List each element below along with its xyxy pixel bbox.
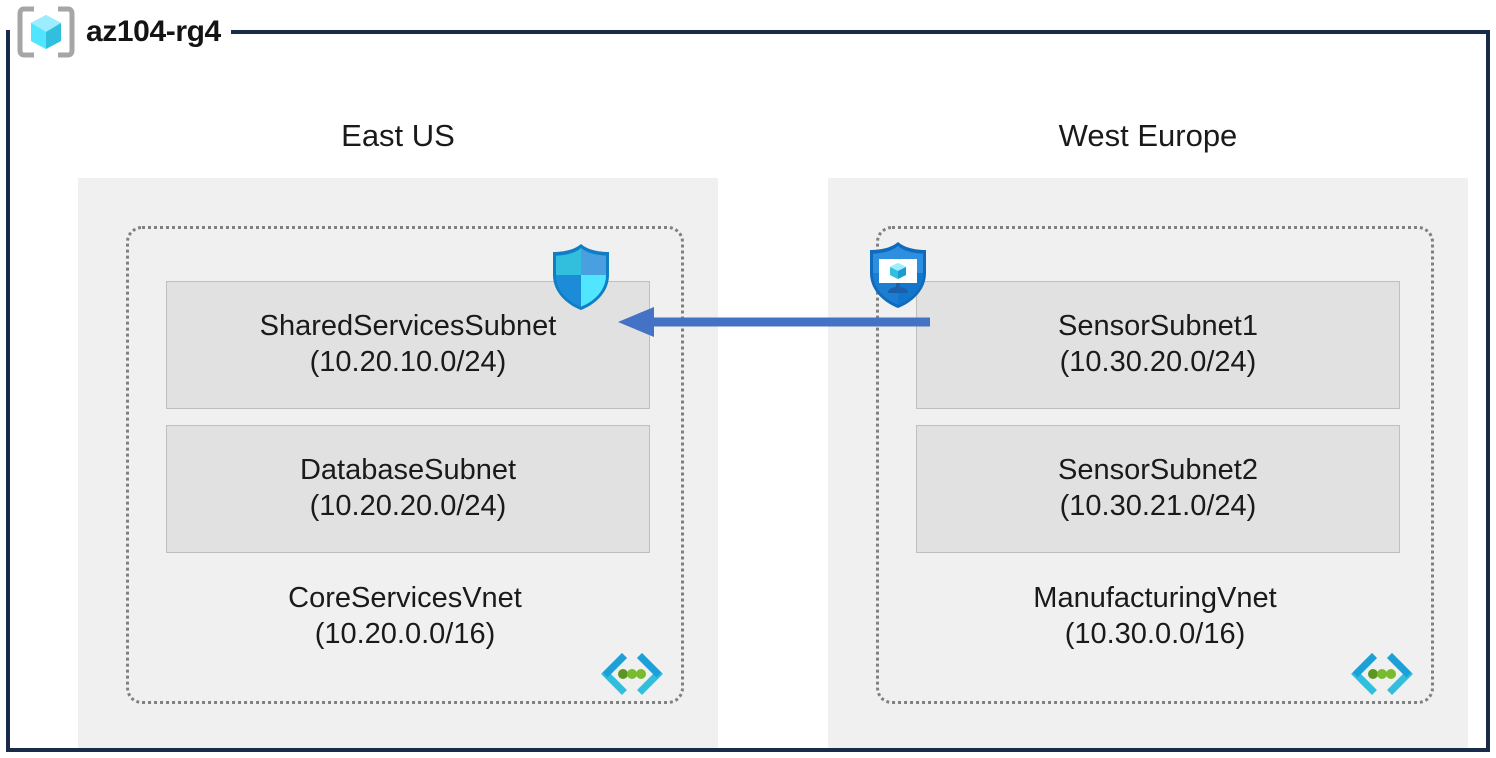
vnet-manufacturingvnet[interactable]: SensorSubnet1 (10.30.20.0/24) xyxy=(870,226,1434,704)
subnet-cidr: (10.20.20.0/24) xyxy=(309,490,507,522)
resource-group-frame xyxy=(6,30,1490,752)
bastion-shield-monitor-icon xyxy=(865,239,931,311)
vnet-cidr: (10.30.0.0/16) xyxy=(1064,618,1246,651)
resource-group-cube-icon xyxy=(16,6,76,58)
vnet-icon xyxy=(601,653,663,695)
subnet-name: SensorSubnet1 xyxy=(1058,310,1258,343)
subnet-cidr: (10.30.20.0/24) xyxy=(1059,346,1257,378)
subnet-sensorsubnet2[interactable]: SensorSubnet2 (10.30.21.0/24) xyxy=(916,425,1400,553)
vnet-peering-arrow xyxy=(618,300,930,344)
vnet-caption-coreservicesvnet: CoreServicesVnet (10.20.0.0/16) xyxy=(129,581,681,653)
resource-group-name: az104-rg4 xyxy=(86,15,221,48)
subnet-name: SharedServicesSubnet xyxy=(259,310,557,343)
vnet-coreservicesvnet[interactable]: SharedServicesSubnet (10.20.10.0/24) Dat… xyxy=(126,226,684,704)
region-east-us: East US SharedServicesSubnet (10.20.10.0… xyxy=(78,120,718,748)
region-label-east-us: East US xyxy=(341,118,455,153)
subnet-cidr: (10.30.21.0/24) xyxy=(1059,490,1257,522)
vnet-icon xyxy=(1351,653,1413,695)
region-box-west-europe: SensorSubnet1 (10.30.20.0/24) xyxy=(828,178,1468,748)
region-west-europe: West Europe SensorSubnet1 (10.30.20.0/24… xyxy=(828,120,1468,748)
subnet-name: DatabaseSubnet xyxy=(299,454,517,487)
vnet-cidr: (10.20.0.0/16) xyxy=(314,618,496,651)
vnet-caption-manufacturingvnet: ManufacturingVnet (10.30.0.0/16) xyxy=(879,581,1431,653)
subnet-sensorsubnet1[interactable]: SensorSubnet1 (10.30.20.0/24) xyxy=(916,281,1400,409)
vnet-name: CoreServicesVnet xyxy=(288,582,522,615)
region-label-west-europe: West Europe xyxy=(1058,118,1238,153)
network-security-group-shield-icon xyxy=(548,241,614,313)
subnet-databasesubnet[interactable]: DatabaseSubnet (10.20.20.0/24) xyxy=(166,425,650,553)
vnet-name: ManufacturingVnet xyxy=(1033,582,1277,615)
region-box-east-us: SharedServicesSubnet (10.20.10.0/24) Dat… xyxy=(78,178,718,748)
resource-group-header: az104-rg4 xyxy=(10,6,231,58)
subnet-name: SensorSubnet2 xyxy=(1058,454,1258,487)
subnet-cidr: (10.20.10.0/24) xyxy=(309,346,507,378)
